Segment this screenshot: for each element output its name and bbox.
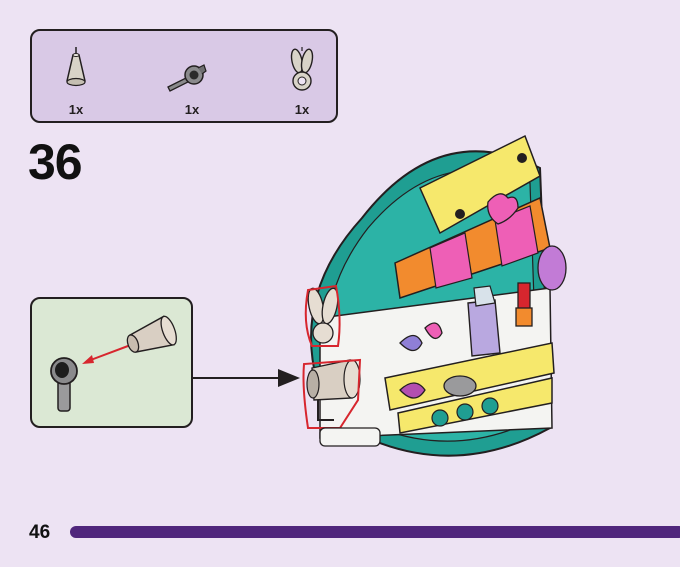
- page-number: 46: [29, 522, 51, 543]
- clip-bar-icon: [167, 64, 207, 92]
- bunny-ears-icon: [290, 47, 314, 91]
- model-illustration: [302, 134, 567, 457]
- part-quantity: 1x: [294, 102, 310, 117]
- parts-list-box: 1x 1x 1x: [30, 29, 338, 123]
- part-item-clip: 1x: [162, 41, 222, 119]
- page-footer-bar: [70, 526, 680, 538]
- new-part-cone: [302, 358, 362, 429]
- step-number: 36: [28, 134, 83, 190]
- part-item-cone: 1x: [46, 41, 106, 119]
- new-part-bunny-ears: [304, 284, 341, 347]
- callout-subassembly: [30, 297, 193, 428]
- part-item-bunny-ears: 1x: [272, 41, 332, 119]
- subassembly-illustration: [50, 315, 177, 412]
- part-quantity: 1x: [68, 102, 84, 117]
- cone-brick-icon: [66, 47, 86, 87]
- part-quantity: 1x: [184, 102, 200, 117]
